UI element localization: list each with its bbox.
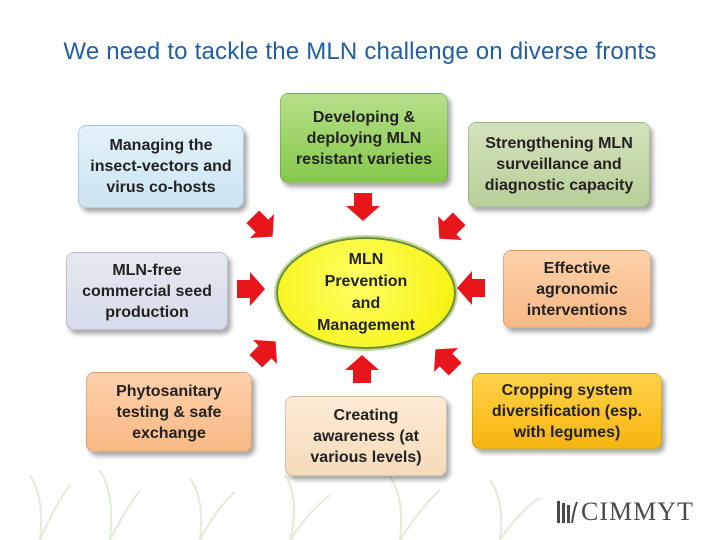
arrow-top-left: [240, 204, 285, 249]
center-line-3: and: [351, 295, 381, 312]
agronomic-box: Effective agronomic interventions: [503, 250, 651, 328]
mln-free-box: MLN-free commercial seed production: [66, 252, 228, 330]
cimmyt-logo-text: CIMMYT: [581, 497, 694, 526]
slide-title: We need to tackle the MLN challenge on d…: [63, 38, 657, 65]
developing-box: Developing & deploying MLN resistant var…: [280, 93, 448, 183]
center-line-2: Prevention: [324, 273, 408, 290]
arrow-bottom: [345, 355, 379, 383]
cimmyt-logo: CIMMYT: [556, 497, 694, 527]
strengthening-box: Strengthening MLN surveillance and diagn…: [468, 122, 650, 207]
cropping-box: Cropping system diversification (esp. wi…: [472, 373, 662, 449]
phytosanitary-box: Phytosanitary testing & safe exchange: [86, 372, 252, 452]
arrow-top: [346, 193, 380, 221]
background-plants: [29, 470, 541, 540]
center-line-1: MLN: [348, 251, 384, 268]
arrow-bottom-right: [423, 337, 468, 382]
awareness-box: Creating awareness (at various levels): [285, 396, 447, 476]
managing-box: Managing the insect-vectors and virus co…: [78, 125, 244, 208]
arrow-top-right: [427, 206, 472, 251]
center-ellipse: MLN Prevention and Management: [276, 237, 456, 349]
center-line-4: Management: [317, 317, 415, 334]
arrow-bottom-left: [243, 329, 288, 374]
cimmyt-mark-icon: [557, 501, 578, 524]
arrow-right: [457, 271, 485, 305]
arrow-left: [237, 272, 265, 306]
